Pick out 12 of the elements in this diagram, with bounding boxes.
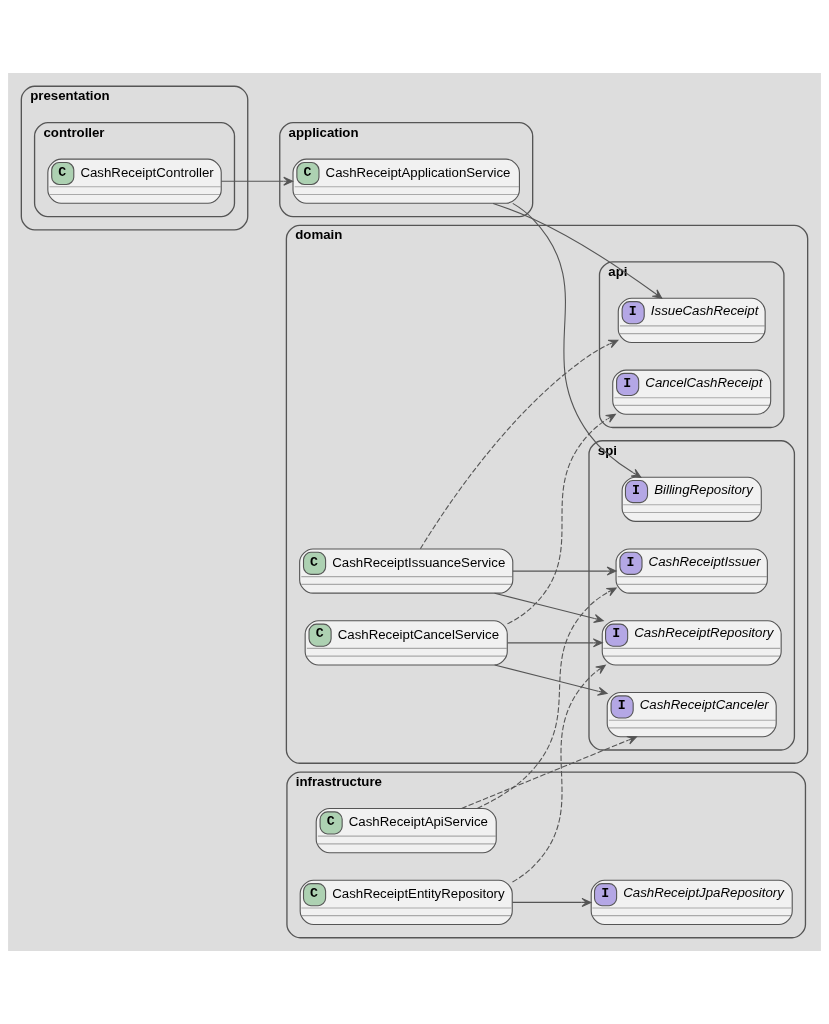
arrow [512, 566, 617, 576]
arrow [461, 735, 638, 809]
arrow [511, 897, 592, 907]
arrow [220, 176, 294, 186]
arrow [494, 592, 604, 623]
arrow [419, 339, 619, 550]
arrow [511, 664, 606, 883]
arrow [507, 638, 603, 648]
arrow [494, 664, 608, 696]
arrow [506, 413, 616, 625]
arrow [476, 587, 617, 809]
arrow [492, 202, 663, 299]
